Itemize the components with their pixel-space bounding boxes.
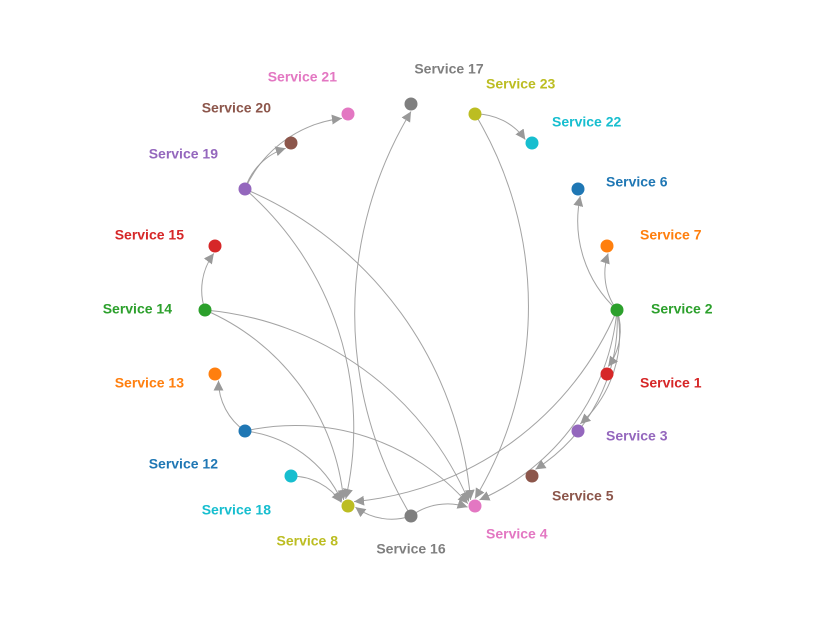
edge-s2-to-s7	[600, 253, 618, 311]
node-label-s16: Service 16	[376, 541, 445, 557]
edge-s19-to-s20	[244, 146, 286, 190]
node-label-s5: Service 5	[552, 488, 614, 504]
node-s22[interactable]	[525, 136, 539, 150]
edge-s2-to-s5	[535, 309, 618, 470]
node-label-s23: Service 23	[486, 76, 555, 92]
node-label-s8: Service 8	[277, 533, 339, 549]
edge-s19-to-s21	[244, 114, 342, 190]
node-s5[interactable]	[525, 469, 539, 483]
node-s17[interactable]	[404, 97, 418, 111]
edge-s12-to-s4	[244, 424, 469, 505]
edge-s18-to-s8	[290, 475, 342, 503]
edge-s12-to-s13	[213, 380, 246, 432]
node-s12[interactable]	[238, 424, 252, 438]
node-s15[interactable]	[208, 239, 222, 253]
labels-layer: Service 1 Service 2 Service 3 Service 4 Serv…	[103, 61, 713, 557]
edge-s2-to-s4	[479, 309, 618, 501]
node-label-s14: Service 14	[103, 301, 172, 317]
node-label-s22: Service 22	[552, 114, 621, 130]
edge-s14-to-s15	[201, 253, 215, 311]
edges-layer	[201, 111, 621, 520]
node-label-s19: Service 19	[149, 146, 218, 162]
edge-s2-to-s8	[354, 309, 618, 506]
node-label-s1: Service 1	[640, 375, 702, 391]
node-label-s13: Service 13	[115, 375, 184, 391]
node-s19[interactable]	[238, 182, 252, 196]
node-s14[interactable]	[198, 303, 212, 317]
edge-s16-to-s8	[355, 506, 412, 520]
node-label-s6: Service 6	[606, 174, 668, 190]
node-s3[interactable]	[571, 424, 585, 438]
node-label-s12: Service 12	[149, 456, 218, 472]
node-label-s20: Service 20	[202, 100, 271, 116]
edge-s19-to-s4	[244, 188, 475, 500]
edge-s19-to-s8	[244, 188, 355, 499]
node-s7[interactable]	[600, 239, 614, 253]
node-s13[interactable]	[208, 367, 222, 381]
node-label-s21: Service 21	[268, 69, 337, 85]
node-s1[interactable]	[600, 367, 614, 381]
node-label-s18: Service 18	[202, 502, 271, 518]
edge-s12-to-s8	[244, 430, 343, 502]
edge-s14-to-s8	[204, 309, 348, 500]
node-label-s7: Service 7	[640, 227, 702, 243]
edge-s23-to-s4	[474, 113, 529, 499]
node-s6[interactable]	[571, 182, 585, 196]
node-s8[interactable]	[341, 499, 355, 513]
node-s21[interactable]	[341, 107, 355, 121]
nodes-layer	[198, 97, 624, 523]
edge-s2-to-s6	[573, 196, 618, 311]
edge-s16-to-s4	[410, 499, 468, 517]
node-s18[interactable]	[284, 469, 298, 483]
node-s16[interactable]	[404, 509, 418, 523]
edge-s16-to-s17	[354, 111, 412, 517]
node-label-s4: Service 4	[486, 526, 548, 542]
node-label-s15: Service 15	[115, 227, 184, 243]
node-s2[interactable]	[610, 303, 624, 317]
node-label-s3: Service 3	[606, 428, 668, 444]
node-label-s2: Service 2	[651, 301, 713, 317]
node-label-s17: Service 17	[414, 61, 483, 77]
node-s23[interactable]	[468, 107, 482, 121]
node-s20[interactable]	[284, 136, 298, 150]
edge-s14-to-s4	[204, 309, 470, 502]
node-s4[interactable]	[468, 499, 482, 513]
